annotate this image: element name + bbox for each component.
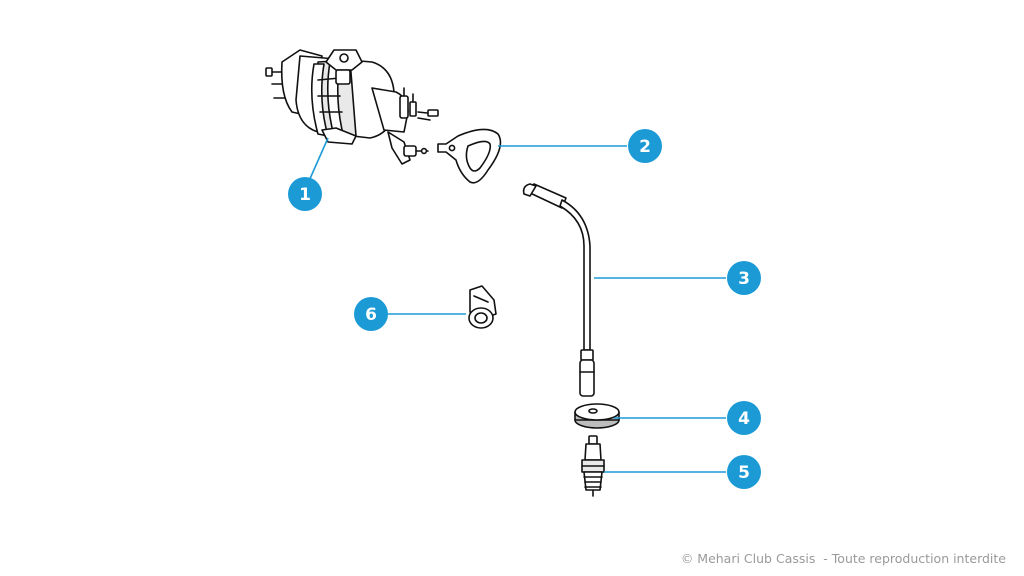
callout-6-number: 6 [365, 305, 377, 325]
copyright-notice: © Mehari Club Cassis - Toute reproductio… [680, 551, 1006, 566]
part-spark-plug [581, 435, 605, 497]
callout-3-number: 3 [738, 269, 750, 289]
part-ignition-lead [522, 183, 595, 397]
part-clip [468, 285, 497, 329]
callout-4-number: 4 [738, 409, 750, 429]
part-washer [574, 403, 620, 429]
callout-2: 2 [628, 129, 662, 163]
callout-2-number: 2 [639, 137, 651, 157]
callout-5-number: 5 [738, 463, 750, 483]
callout-6: 6 [354, 297, 388, 331]
part-key [437, 128, 502, 184]
callout-5: 5 [727, 455, 761, 489]
callout-1: 1 [288, 177, 322, 211]
part-ignition-coil [265, 49, 439, 165]
leader-lines [304, 137, 726, 473]
callout-3: 3 [727, 261, 761, 295]
callout-1-number: 1 [299, 185, 311, 205]
callout-4: 4 [727, 401, 761, 435]
